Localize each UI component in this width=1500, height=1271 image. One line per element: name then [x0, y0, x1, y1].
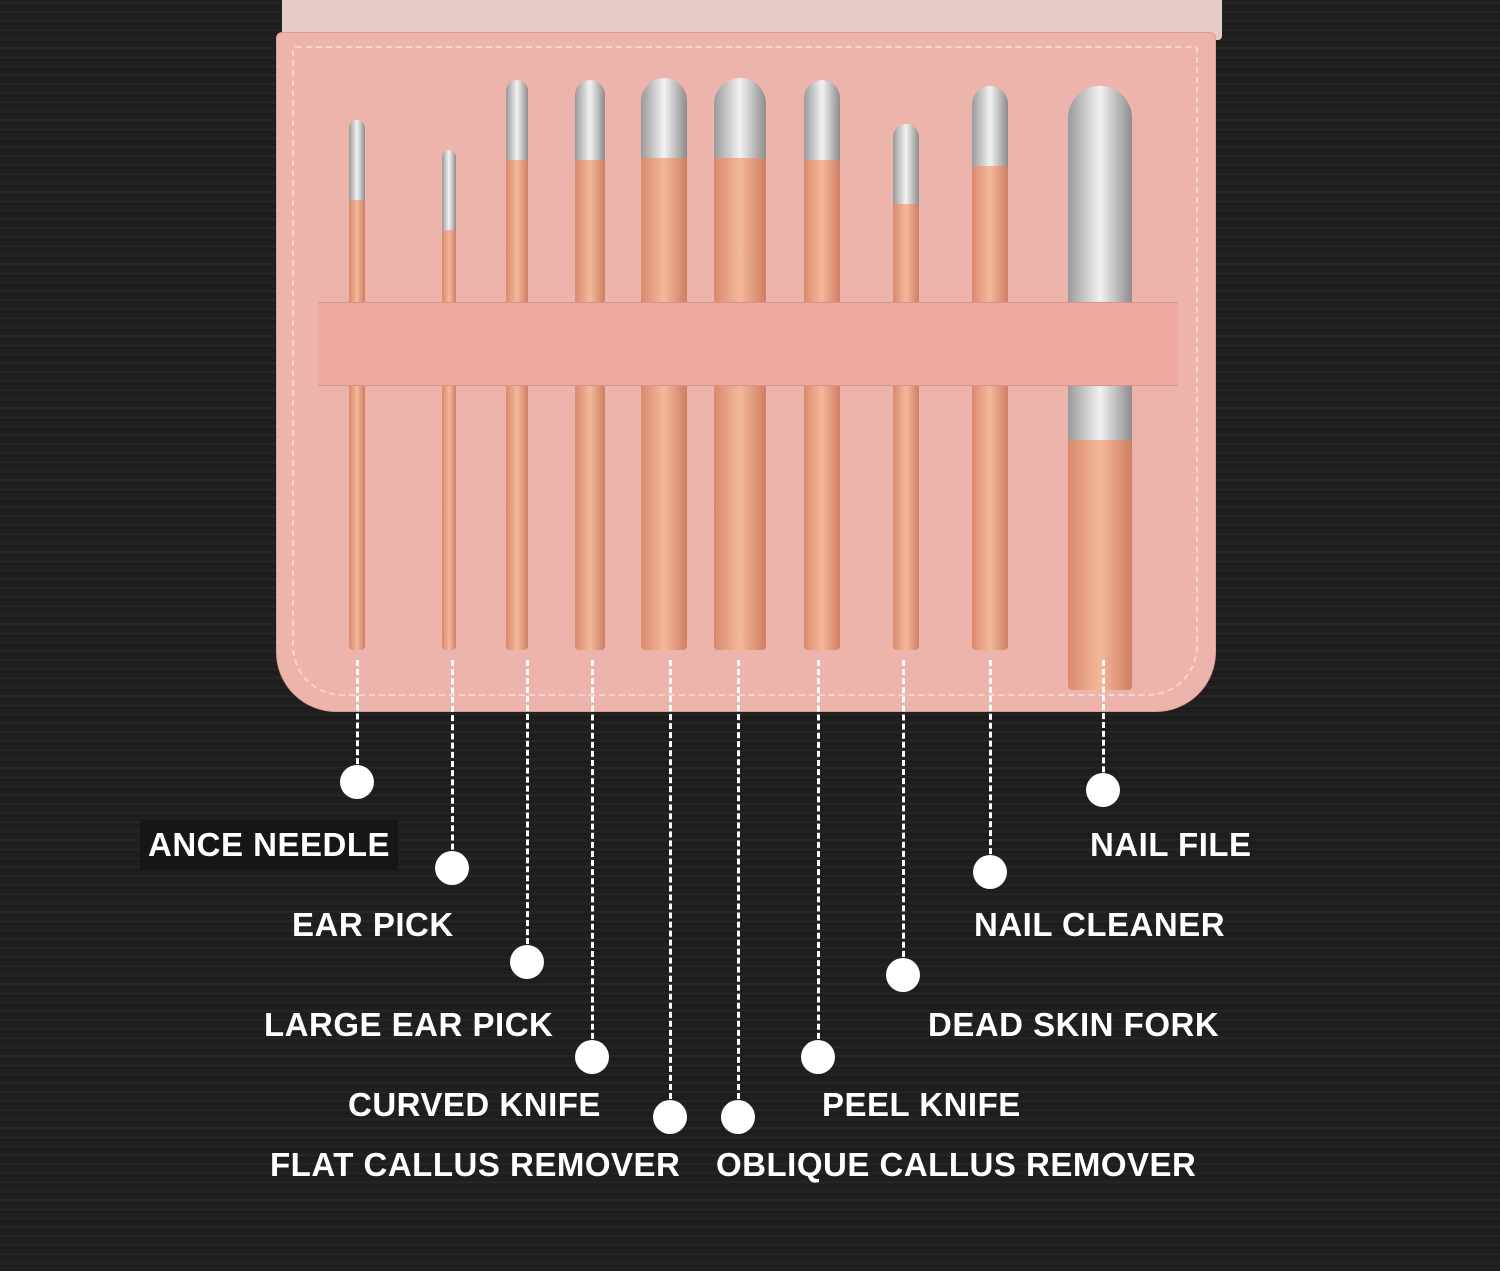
leader-line — [526, 660, 529, 962]
tool-handle — [804, 160, 840, 650]
tool-tip — [506, 80, 528, 170]
tool-handle — [714, 158, 766, 650]
tool-tip — [575, 80, 605, 170]
tool-label: DEAD SKIN FORK — [928, 1006, 1220, 1043]
tool-tip — [893, 124, 919, 214]
leader-line — [902, 660, 905, 975]
marker-dot — [510, 945, 544, 979]
leader-line — [451, 660, 454, 868]
tool-label: EAR PICK — [292, 906, 454, 943]
tool-handle — [1068, 440, 1132, 690]
tool-label: PEEL KNIFE — [822, 1086, 1021, 1123]
tool-handle — [893, 204, 919, 650]
tool-handle — [575, 160, 605, 650]
leader-line — [1102, 660, 1105, 790]
case-stitching — [292, 46, 1198, 696]
leader-line — [356, 660, 359, 782]
tool-handle — [442, 230, 456, 650]
marker-dot — [340, 765, 374, 799]
marker-dot — [435, 851, 469, 885]
leader-line — [737, 660, 740, 1117]
marker-dot — [886, 958, 920, 992]
tool-tip — [349, 120, 365, 210]
tool-label: OBLIQUE CALLUS REMOVER — [716, 1146, 1197, 1183]
tool-handle — [641, 158, 687, 650]
tool-label: NAIL FILE — [1090, 826, 1252, 863]
tool-label: LARGE EAR PICK — [264, 1006, 554, 1043]
marker-dot — [1086, 773, 1120, 807]
tool-handle — [506, 160, 528, 650]
tool-tip — [641, 78, 687, 168]
tool-strap — [318, 302, 1178, 386]
tool-handle — [972, 166, 1008, 650]
marker-dot — [653, 1100, 687, 1134]
tool-label: FLAT CALLUS REMOVER — [270, 1146, 681, 1183]
tool-label: ANCE NEEDLE — [140, 820, 399, 870]
marker-dot — [973, 855, 1007, 889]
tool-tip — [804, 80, 840, 170]
tool-tip — [442, 150, 456, 240]
tool-tip — [972, 86, 1008, 176]
tool-label: CURVED KNIFE — [348, 1086, 601, 1123]
marker-dot — [801, 1040, 835, 1074]
tool-tip — [714, 78, 766, 168]
marker-dot — [721, 1100, 755, 1134]
leader-line — [989, 660, 992, 872]
leader-line — [591, 660, 594, 1057]
leader-line — [669, 660, 672, 1117]
tool-label: NAIL CLEANER — [974, 906, 1226, 943]
tool-tip — [1068, 86, 1132, 446]
leader-line — [817, 660, 820, 1057]
tool-handle — [349, 200, 365, 650]
marker-dot — [575, 1040, 609, 1074]
